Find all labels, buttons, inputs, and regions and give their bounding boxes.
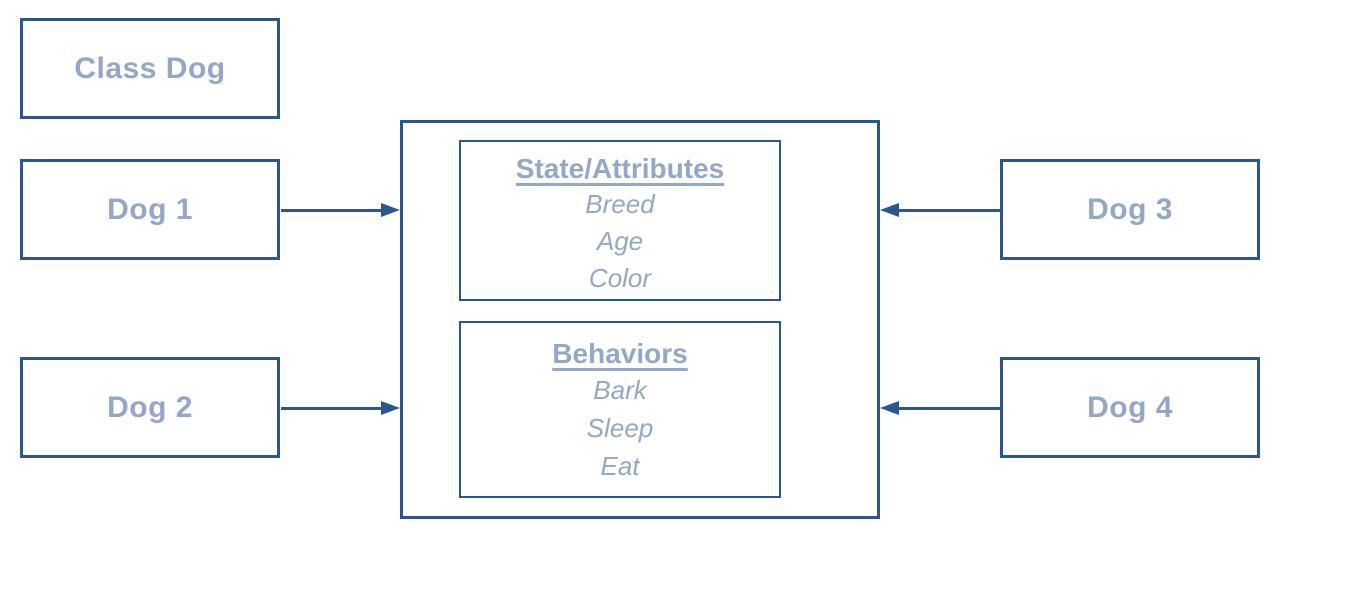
dog1-label: Dog 1: [107, 192, 193, 226]
dog4-box: Dog 4: [1000, 357, 1260, 458]
attribute-item: Age: [596, 226, 644, 256]
arrow-dog1-to-class: [281, 203, 400, 217]
class-container-box: State/Attributes Breed Age Color Behavio…: [400, 120, 880, 519]
arrow-line: [281, 406, 381, 410]
dog2-label: Dog 2: [107, 390, 193, 424]
dog1-box: Dog 1: [20, 159, 280, 260]
attributes-section-box: State/Attributes Breed Age Color: [459, 140, 781, 301]
arrow-dog4-to-class: [880, 401, 1000, 415]
attribute-item: Color: [588, 263, 652, 293]
attributes-section-title: State/Attributes: [515, 153, 725, 184]
behavior-item: Sleep: [586, 413, 654, 443]
dog4-label: Dog 4: [1087, 390, 1173, 424]
arrowhead-right-icon: [381, 203, 400, 217]
arrowhead-left-icon: [880, 203, 899, 217]
arrowhead-right-icon: [381, 401, 400, 415]
dog3-label: Dog 3: [1087, 192, 1173, 226]
arrow-dog3-to-class: [880, 203, 1000, 217]
arrowhead-left-icon: [880, 401, 899, 415]
arrow-line: [899, 406, 1000, 410]
behavior-item: Bark: [593, 375, 647, 405]
behaviors-section-box: Behaviors Bark Sleep Eat: [459, 321, 781, 498]
behavior-item: Eat: [600, 451, 640, 481]
class-dog-label: Class Dog: [74, 51, 226, 85]
dog2-box: Dog 2: [20, 357, 280, 458]
attribute-item: Breed: [585, 189, 655, 219]
arrow-line: [281, 208, 381, 212]
arrow-dog2-to-class: [281, 401, 400, 415]
behaviors-section-title: Behaviors: [552, 338, 688, 369]
arrow-line: [899, 208, 1000, 212]
class-dog-box: Class Dog: [20, 18, 280, 119]
dog3-box: Dog 3: [1000, 159, 1260, 260]
